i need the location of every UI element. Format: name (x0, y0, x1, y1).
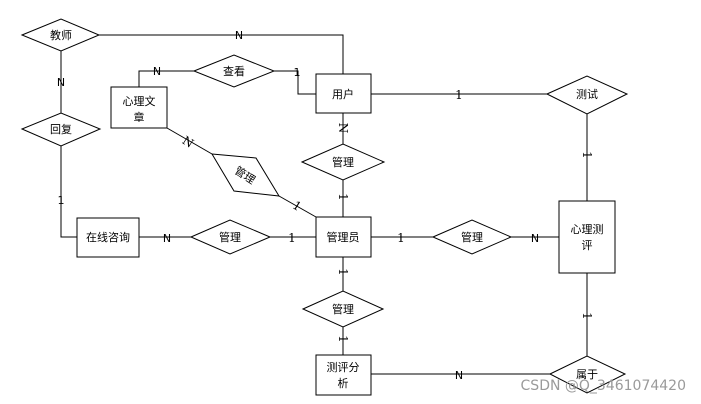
card-manage-admin-1: 1 (336, 193, 350, 201)
connector-lines (60, 34, 588, 375)
card-reply-consult-1: 1 (58, 194, 65, 207)
entity-analysis-label-line2: 析 (338, 376, 349, 390)
card-admin-manage-1: 1 (397, 231, 405, 245)
relationship-manage-assessment: 管理 (431, 219, 513, 255)
relationship-manage-consult-label: 管理 (219, 230, 241, 244)
entity-assessment-label-line2: 评 (582, 239, 593, 252)
card-view-user-1: 1 (294, 66, 301, 79)
line-article-view (138, 70, 194, 87)
card-test-assessment-1: 1 (580, 151, 594, 159)
card-assessment-belong-1: 1 (580, 312, 594, 320)
entity-consult: 在线咨询 (76, 217, 140, 258)
relationship-teacher-label: 教师 (50, 29, 72, 42)
line-teacher-user (99, 34, 344, 74)
entity-assessment: 心理测 评 (558, 200, 616, 274)
relationship-reply: 回复 (20, 112, 102, 147)
relationship-manage-assessment-label: 管理 (461, 230, 483, 244)
card-article-manage-n: N (180, 133, 196, 150)
relationship-belong-label: 属于 (576, 368, 598, 381)
relationship-reply-label: 回复 (50, 122, 72, 136)
entity-analysis-label-line1: 测评分 (327, 361, 360, 374)
line-view-user (274, 70, 316, 95)
card-consult-manage-n: N (163, 232, 171, 245)
entity-user: 用户 (315, 73, 372, 114)
line-article-manage (166, 127, 213, 155)
line-reply-consult (60, 146, 77, 238)
card-user-test-1: 1 (455, 88, 463, 102)
entity-article-label-line2: 章 (134, 110, 145, 124)
entity-analysis: 测评分 析 (315, 354, 372, 396)
relationship-belong: 属于 (548, 355, 627, 394)
relationship-manage-user: 管理 (300, 143, 386, 181)
relationship-manage-user-label: 管理 (332, 155, 354, 169)
card-manage-assessment-n: N (531, 232, 539, 245)
card-analysis-belong-n: N (455, 369, 463, 382)
relationship-test-label: 测试 (576, 88, 598, 101)
entity-article: 心理文 章 (110, 86, 168, 129)
card-article-view-n: N (153, 65, 161, 78)
relationship-view-label: 查看 (223, 64, 245, 78)
card-manage-admin-2-1: 1 (290, 198, 304, 214)
entity-article-label-line1: 心理文 (123, 94, 156, 108)
entity-admin: 管理员 (315, 216, 372, 258)
relationship-manage-consult: 管理 (189, 219, 272, 255)
card-manage-analysis-1: 1 (336, 335, 350, 343)
line-manage-admin-2 (278, 195, 317, 218)
entity-consult-label: 在线咨询 (86, 230, 130, 244)
entity-assessment-label-line1: 心理测 (571, 223, 604, 236)
card-user-manage-n: N (336, 123, 350, 134)
relationship-manage-analysis: 管理 (301, 290, 385, 328)
card-admin-manage-2-1: 1 (336, 268, 350, 276)
relationship-manage-analysis-label: 管理 (332, 302, 354, 316)
card-teacher-user-n: N (235, 29, 243, 42)
relationship-teacher: 教师 (20, 18, 101, 52)
relationship-view: 查看 (192, 54, 276, 88)
relationship-manage-article: 管理 (211, 153, 280, 197)
watermark: CSDN @Q_3461074420 (521, 378, 686, 394)
entity-user-label: 用户 (332, 87, 354, 101)
relationship-test: 测试 (545, 75, 629, 115)
card-teacher-reply-n: N (57, 76, 65, 89)
entity-admin-label: 管理员 (327, 230, 360, 244)
card-manage-admin-3-1: 1 (288, 231, 296, 245)
